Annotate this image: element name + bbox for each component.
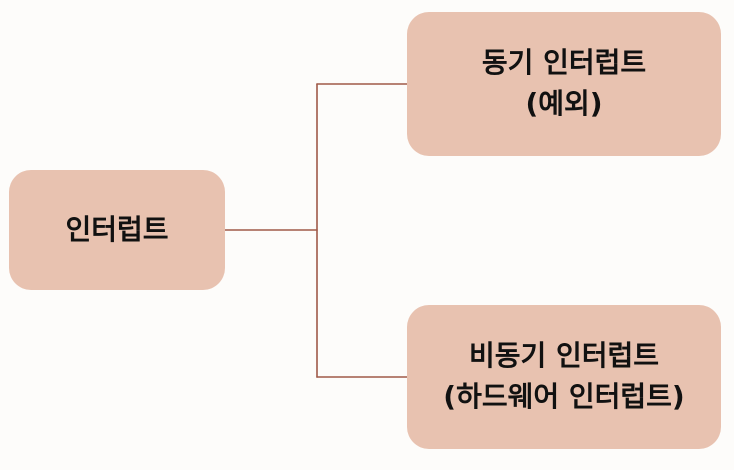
sync-interrupt-subtitle: (예외) [525,87,603,120]
async-interrupt-subtitle: (하드웨어 인터럽트) [443,380,685,413]
interrupt-root-label: 인터럽트 [65,212,169,246]
async-interrupt-title: 비동기 인터럽트 [468,339,660,373]
interrupt-root-node: 인터럽트 [9,170,225,290]
sync-interrupt-title: 동기 인터럽트 [481,46,647,80]
async-interrupt-node: 비동기 인터럽트 (하드웨어 인터럽트) [407,305,721,449]
sync-interrupt-node: 동기 인터럽트 (예외) [407,12,721,156]
